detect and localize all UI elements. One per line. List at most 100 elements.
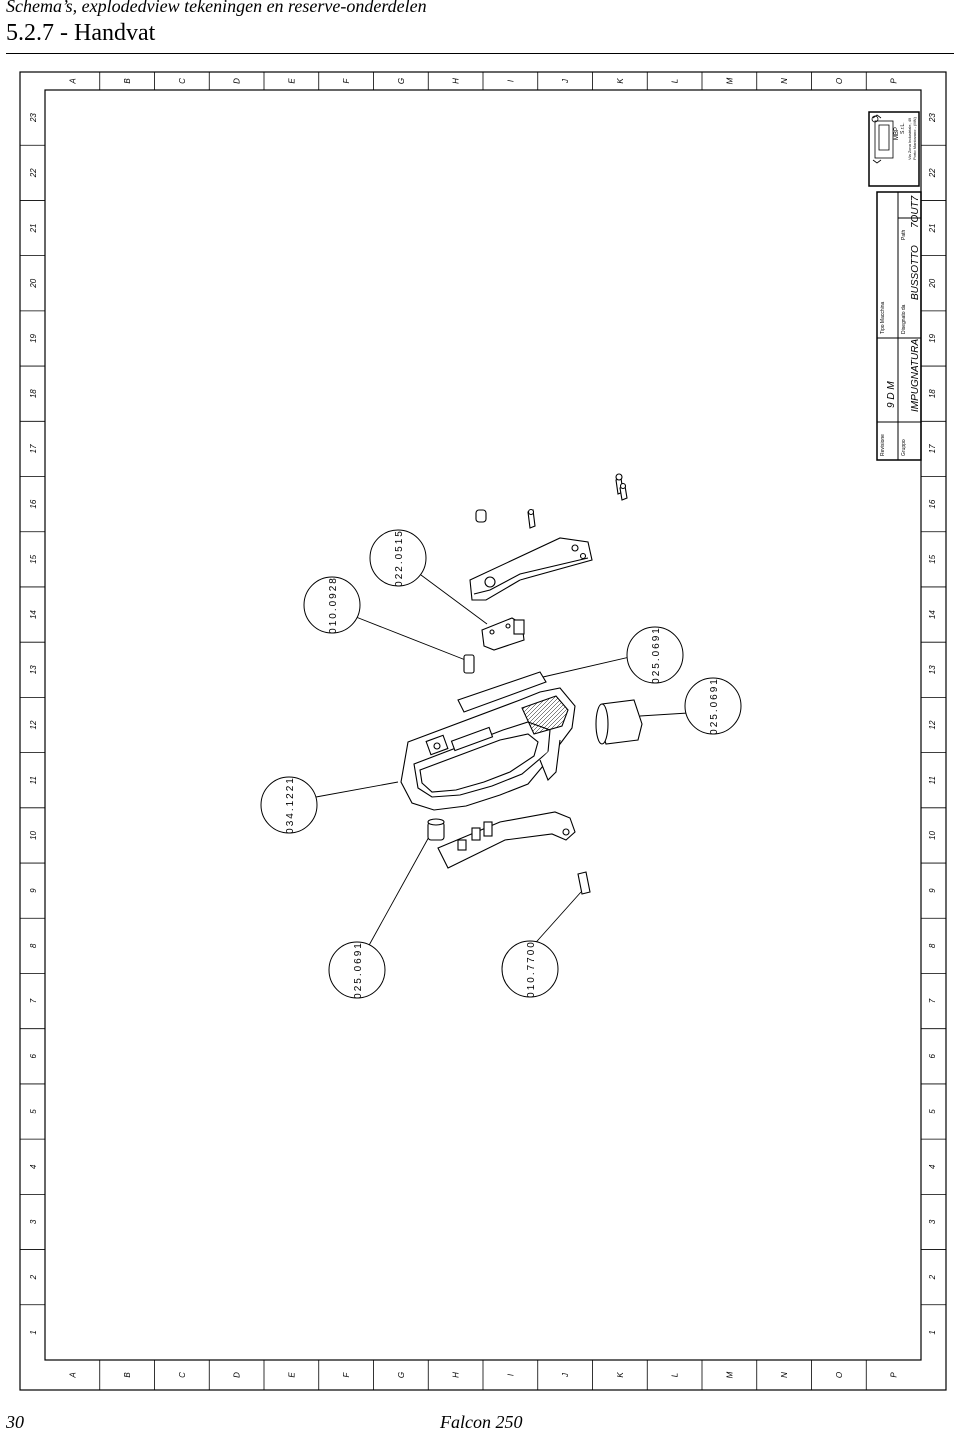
revision-value: 9 D M xyxy=(886,381,897,408)
callout-label: 025.0691 xyxy=(353,941,364,999)
callout-label: 010.7700 xyxy=(526,940,537,998)
grid-letter-top: H xyxy=(452,78,461,84)
callout-label: 010.0928 xyxy=(328,576,339,634)
grid-number-right: 6 xyxy=(928,1054,937,1059)
grid-number-left: 5 xyxy=(29,1109,38,1114)
callout-label: 022.0515 xyxy=(394,529,405,587)
callout-025-0691-left: 025.0691 xyxy=(328,941,386,999)
grid-number-right: 14 xyxy=(928,610,937,619)
grid-letter-bottom: H xyxy=(452,1372,461,1378)
callout-034-1221: 034.1221 xyxy=(260,776,318,834)
handle-cover xyxy=(469,537,593,601)
grid-letter-top: E xyxy=(287,78,296,84)
grid-number-left: 4 xyxy=(29,1164,38,1169)
screw-set xyxy=(475,473,628,529)
grid-letter-bottom: B xyxy=(123,1372,132,1378)
callout-025-0691-right: 025.0691 xyxy=(684,677,742,735)
callout-010-0928: 010.0928 xyxy=(303,576,361,634)
grid-letter-bottom: G xyxy=(397,1372,406,1378)
grid-letter-bottom: I xyxy=(506,1373,515,1376)
grid-letter-top: N xyxy=(780,78,789,84)
grid-letter-top: A xyxy=(68,78,77,84)
grid-number-right: 18 xyxy=(928,389,937,398)
grid-letter-top: M xyxy=(725,77,734,84)
grid-number-left: 18 xyxy=(29,389,38,398)
grid-number-left: 16 xyxy=(29,499,38,508)
spring-pin xyxy=(577,871,591,895)
grid-number-right: 15 xyxy=(928,554,937,563)
grip-cover xyxy=(437,811,576,869)
grid-number-left: 10 xyxy=(29,830,38,839)
exploded-parts xyxy=(400,473,643,895)
grid-number-left: 23 xyxy=(29,113,38,123)
path-value: 7OUT7 xyxy=(910,195,921,228)
grid-number-left: 15 xyxy=(29,554,38,563)
callout-010-7700: 010.7700 xyxy=(501,940,559,998)
grid-number-right: 23 xyxy=(928,113,937,123)
grid-letter-bottom: P xyxy=(890,1372,899,1378)
grid-letter-top: O xyxy=(835,78,844,84)
grid-number-left: 17 xyxy=(29,444,38,453)
grid-number-right: 1 xyxy=(928,1330,937,1334)
grid-number-right: 7 xyxy=(928,998,937,1003)
grid-letter-top: F xyxy=(342,77,351,83)
grid-letter-bottom: A xyxy=(68,1372,77,1378)
grid-number-left: 20 xyxy=(29,278,38,288)
grid-letter-top: L xyxy=(671,79,680,83)
grid-letter-top: B xyxy=(123,78,132,84)
grid-number-left: 14 xyxy=(29,610,38,619)
grid-number-left: 3 xyxy=(29,1219,38,1224)
grid-number-right: 10 xyxy=(928,830,937,839)
grid-number-right: 12 xyxy=(928,720,937,729)
callout-label: 034.1221 xyxy=(285,776,296,834)
drawing-label: Disegnato da xyxy=(901,304,907,334)
grid-ticks xyxy=(20,72,946,1390)
group-value: IMPUGNATURA xyxy=(910,339,921,412)
grid-number-right: 4 xyxy=(928,1164,937,1169)
grid-letter-bottom: C xyxy=(178,1372,187,1378)
grid-letter-top: K xyxy=(616,78,625,84)
grid-letter-bottom: F xyxy=(342,1371,351,1377)
company-logo xyxy=(871,114,894,164)
grid-number-left: 9 xyxy=(29,888,38,893)
grid-number-right: 8 xyxy=(928,943,937,948)
grid-number-right: 11 xyxy=(928,776,937,784)
grid-letter-top: D xyxy=(233,78,242,84)
callout-label: 025.0691 xyxy=(651,626,662,684)
grid-number-left: 6 xyxy=(29,1054,38,1059)
document-subtitle: Schema’s, explodedview tekeningen en res… xyxy=(6,0,427,16)
grid-number-left: 1 xyxy=(29,1330,38,1334)
revision-label: Revisione xyxy=(880,434,886,456)
grid-number-left: 8 xyxy=(29,943,38,948)
grid-number-left: 12 xyxy=(29,720,38,729)
grid-number-left: 21 xyxy=(29,224,38,234)
grid-number-left: 11 xyxy=(29,776,38,784)
grid-letter-top: C xyxy=(178,78,187,84)
grid-number-right: 17 xyxy=(928,444,937,453)
callout-025-0691-top: 025.0691 xyxy=(626,626,684,684)
grid-letter-bottom: L xyxy=(671,1373,680,1377)
cylinder-pin xyxy=(463,654,475,674)
grid-number-left: 13 xyxy=(29,665,38,674)
grid-number-right: 13 xyxy=(928,665,937,674)
grid-number-right: 5 xyxy=(928,1109,937,1114)
callout-022-0515: 022.0515 xyxy=(369,529,427,587)
grid-letter-bottom: E xyxy=(287,1372,296,1378)
grid-number-right: 21 xyxy=(928,224,937,234)
grid-number-left: 7 xyxy=(29,998,38,1003)
grid-number-left: 22 xyxy=(29,168,38,178)
grid-number-left: 2 xyxy=(29,1274,38,1280)
machine-type-label: Tipo Macchina xyxy=(880,301,886,334)
grid-letter-top: P xyxy=(890,78,899,84)
grid-number-right: 22 xyxy=(928,168,937,178)
company-legal: S.r.L. xyxy=(900,122,906,134)
company-name: MBP xyxy=(894,127,900,140)
grid-letter-bottom: O xyxy=(835,1372,844,1378)
company-city: Porto Mantovano - (MN) xyxy=(912,116,917,160)
grid-letter-bottom: M xyxy=(725,1371,734,1378)
page-number: 30 xyxy=(6,1412,24,1432)
callout-label: 025.0691 xyxy=(709,677,720,735)
group-label: Gruppo xyxy=(901,439,907,456)
section-title: 5.2.7 - Handvat xyxy=(6,20,156,46)
